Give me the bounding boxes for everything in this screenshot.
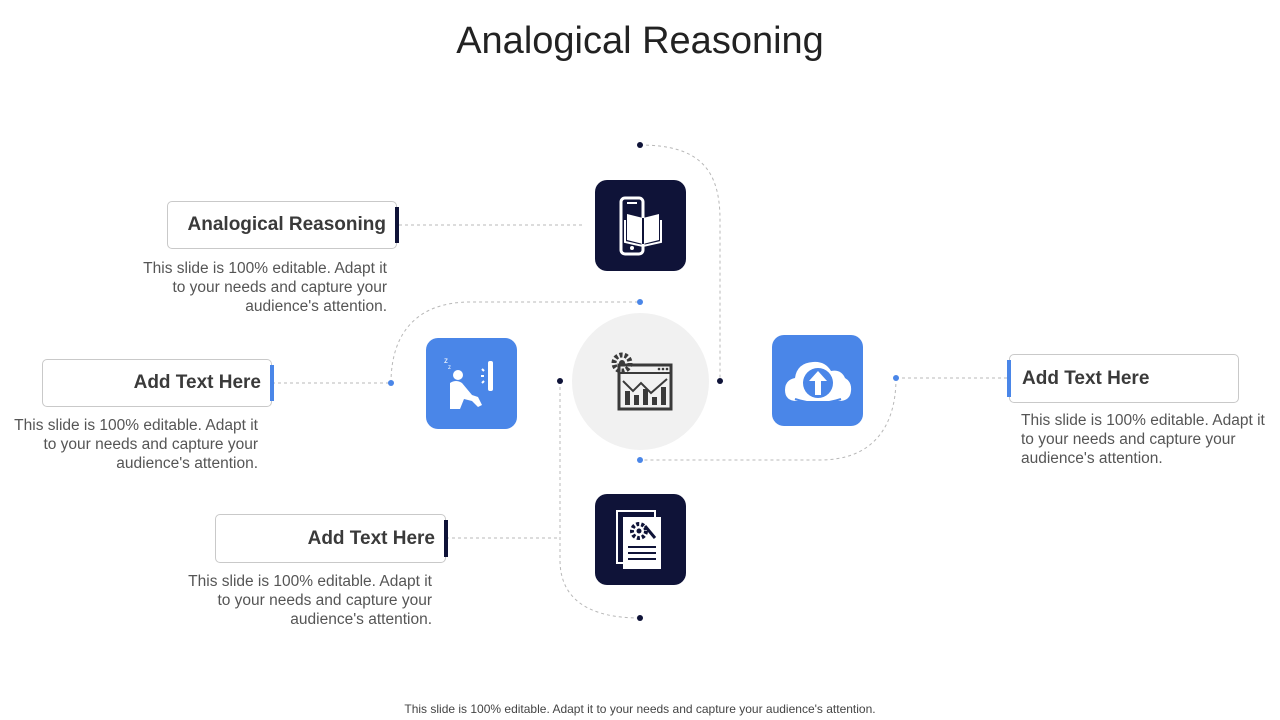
document-settings-icon <box>615 509 661 569</box>
analytics-dashboard-icon <box>611 352 672 410</box>
center-hub <box>572 313 709 450</box>
item-2-description: This slide is 100% editable. Adapt it to… <box>14 417 258 472</box>
footer-note: This slide is 100% editable. Adapt it to… <box>404 702 876 716</box>
item-1-label-box: Analogical Reasoning <box>167 201 399 249</box>
svg-text:z: z <box>444 356 448 365</box>
cloud-upload-icon <box>784 361 851 404</box>
svg-text:z: z <box>448 365 451 371</box>
item-4-heading: Add Text Here <box>1022 367 1150 389</box>
item-3-accent-bar <box>444 520 448 557</box>
item-3-description: This slide is 100% editable. Adapt it to… <box>188 573 432 628</box>
item-1-heading: Analogical Reasoning <box>187 214 386 235</box>
item-1-description: This slide is 100% editable. Adapt it to… <box>143 260 387 315</box>
item-3-label-box: Add Text Here <box>215 514 448 563</box>
mobile-book-icon <box>619 196 662 255</box>
tile-right <box>772 335 863 426</box>
item-4-description: This slide is 100% editable. Adapt it to… <box>1021 412 1265 467</box>
item-1-accent-bar <box>395 207 399 243</box>
tile-left: z z <box>426 338 517 429</box>
item-4-accent-bar <box>1007 360 1011 397</box>
slide-title: Analogical Reasoning <box>456 20 824 62</box>
tile-bottom <box>595 494 686 585</box>
item-3-heading: Add Text Here <box>307 527 435 549</box>
item-2-label-box: Add Text Here <box>42 359 274 407</box>
tile-top <box>595 180 686 271</box>
item-2-heading: Add Text Here <box>133 372 261 393</box>
item-4-label-box: Add Text Here <box>1007 354 1239 403</box>
item-2-accent-bar <box>270 365 274 401</box>
person-thinking-icon: z z <box>444 356 493 409</box>
